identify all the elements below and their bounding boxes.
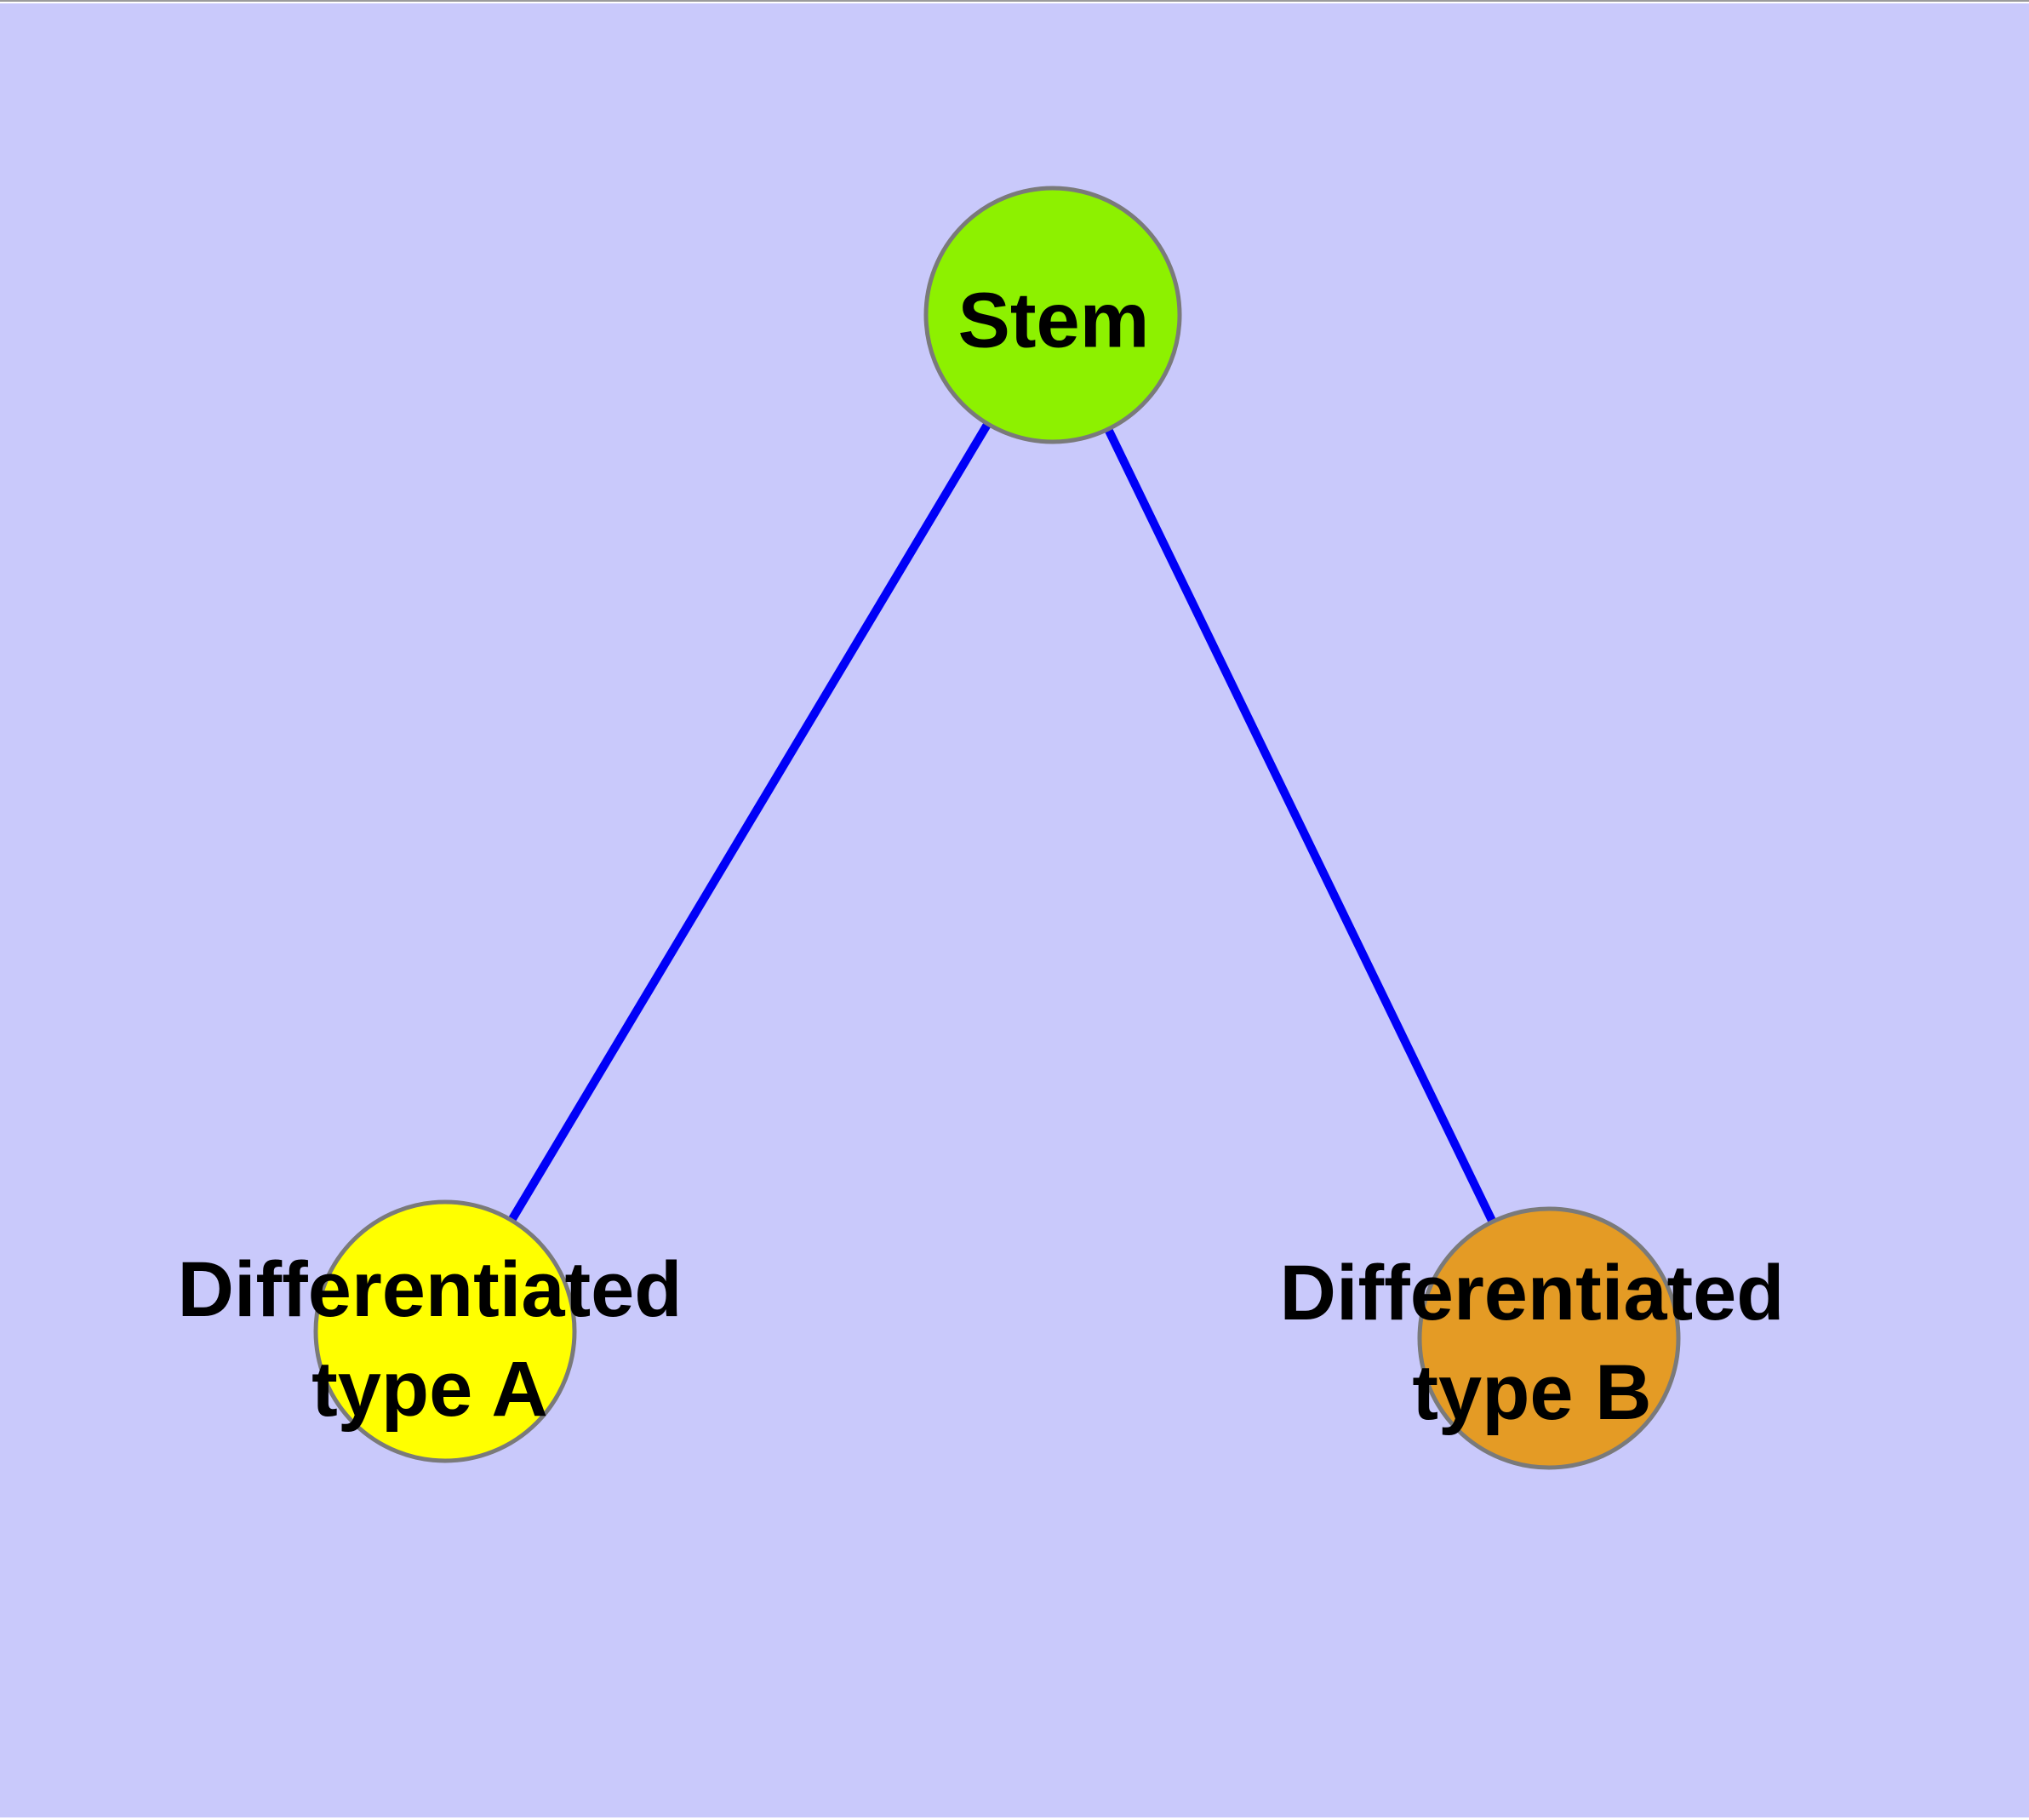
node-differentiated-type-a-label: Differentiated type A (178, 1240, 683, 1439)
node-label-line: type B (1412, 1349, 1652, 1436)
node-stem-circle (923, 186, 1182, 444)
node-label-line: Differentiated (1279, 1250, 1785, 1336)
node-differentiated-type-b-label: Differentiated type B (1280, 1244, 1785, 1443)
edge-stem-to-differentiated-type-a (441, 312, 1057, 1334)
edge-stem-to-differentiated-type-b (1049, 312, 1553, 1341)
node-differentiated-type-b-circle (1417, 1206, 1681, 1470)
window-top-edge (0, 0, 2029, 2)
node-label-line: Stem (957, 277, 1150, 364)
node-stem-label: Stem (958, 272, 1150, 371)
node-label-line: Differentiated (177, 1246, 683, 1333)
node-differentiated-type-a-circle (313, 1199, 577, 1463)
node-label-line: type A (311, 1346, 548, 1433)
